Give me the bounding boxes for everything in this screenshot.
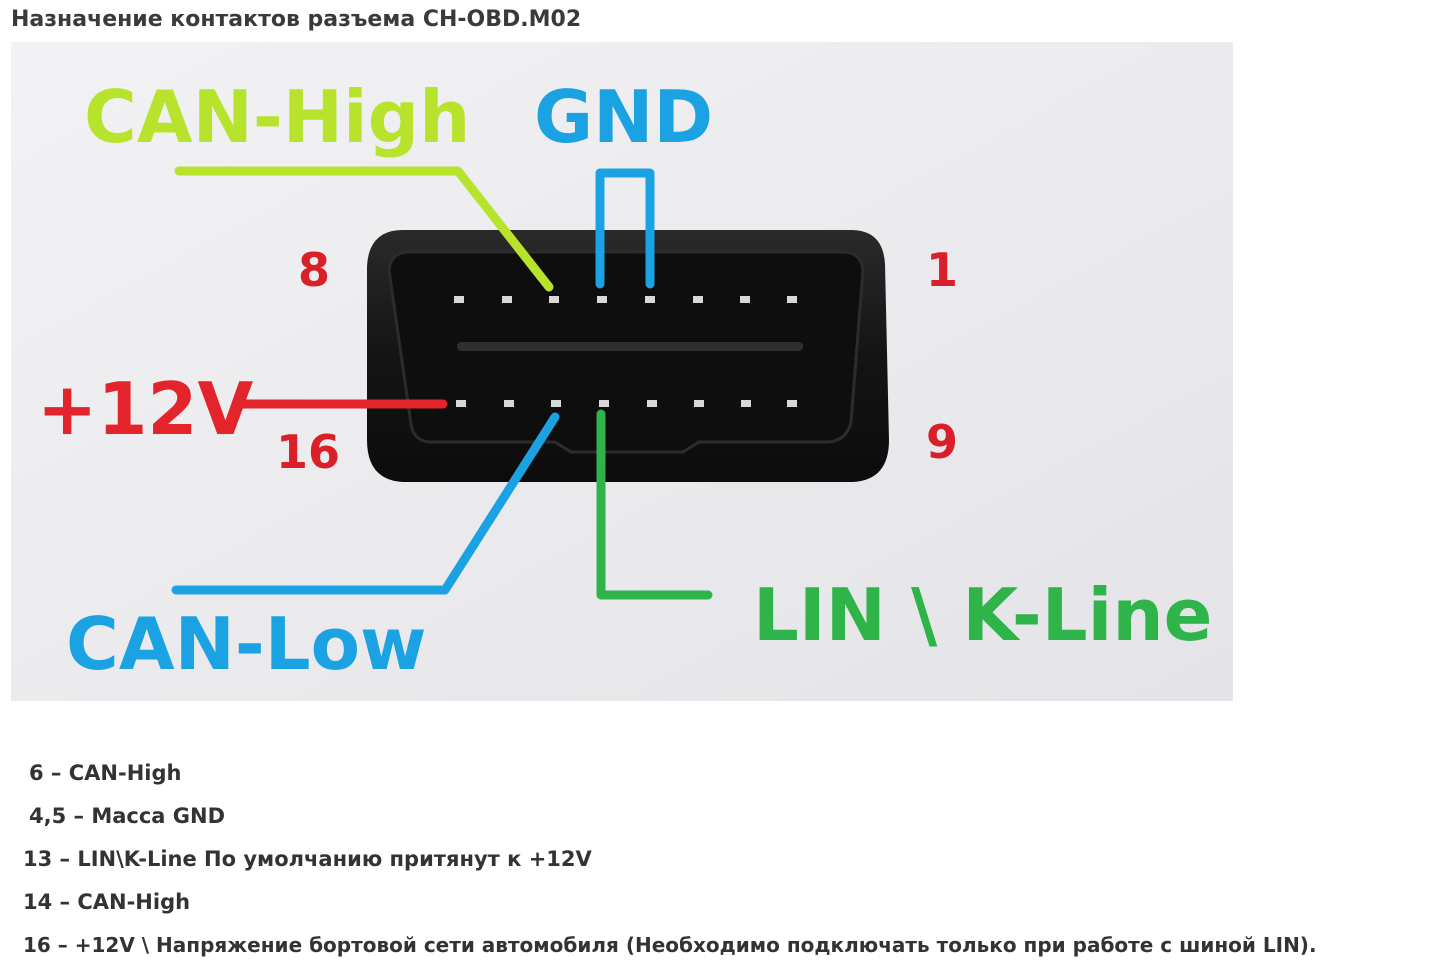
can-low-label: CAN-Low bbox=[66, 602, 427, 686]
can-high-label: CAN-High bbox=[84, 75, 470, 159]
pin bbox=[694, 400, 704, 407]
connector-center-rib bbox=[457, 342, 803, 351]
gnd-label: GND bbox=[534, 75, 713, 159]
pin-number-bottom-right: 9 bbox=[926, 415, 958, 469]
pin bbox=[647, 400, 657, 407]
pin-list-item: 16 – +12V \ Напряжение бортовой сети авт… bbox=[23, 933, 1317, 957]
plus12v-label: +12V bbox=[37, 367, 254, 451]
obd-connector bbox=[367, 230, 889, 482]
pin-list-item: 4,5 – Масса GND bbox=[29, 804, 226, 828]
connector-inner-rim bbox=[387, 250, 865, 454]
pin bbox=[549, 296, 559, 303]
pin-list-item: 13 – LIN\K-Line По умолчанию притянут к … bbox=[23, 847, 592, 871]
pin bbox=[645, 296, 655, 303]
can-high-wire bbox=[174, 166, 554, 292]
gnd-wire bbox=[595, 168, 655, 289]
page-title: Назначение контактов разъема CH-OBD.M02 bbox=[11, 7, 582, 32]
pin bbox=[741, 400, 751, 407]
top-pin-row bbox=[454, 296, 797, 303]
pin-list-item: 6 – CAN-High bbox=[29, 761, 182, 785]
obd-connector-diagram: CAN-High GND +12V CAN-Low LIN \ K-Line 8… bbox=[11, 42, 1233, 701]
pin bbox=[456, 400, 466, 407]
bottom-pin-row bbox=[456, 400, 797, 407]
pin bbox=[599, 400, 609, 407]
lin-kline-label: LIN \ K-Line bbox=[753, 573, 1212, 657]
pin bbox=[504, 400, 514, 407]
pin-number-top-right: 1 bbox=[926, 243, 958, 297]
pin bbox=[693, 296, 703, 303]
pin bbox=[551, 400, 561, 407]
pin bbox=[597, 296, 607, 303]
can-low-wire bbox=[171, 412, 560, 595]
pin-number-bottom-left: 16 bbox=[276, 425, 340, 479]
pin bbox=[787, 296, 797, 303]
pin bbox=[787, 400, 797, 407]
pin bbox=[740, 296, 750, 303]
pin-list-item: 14 – CAN-High bbox=[23, 890, 191, 914]
lin-kline-wire bbox=[596, 409, 713, 600]
pin bbox=[454, 296, 464, 303]
pin-number-top-left: 8 bbox=[298, 243, 330, 297]
pin bbox=[502, 296, 512, 303]
